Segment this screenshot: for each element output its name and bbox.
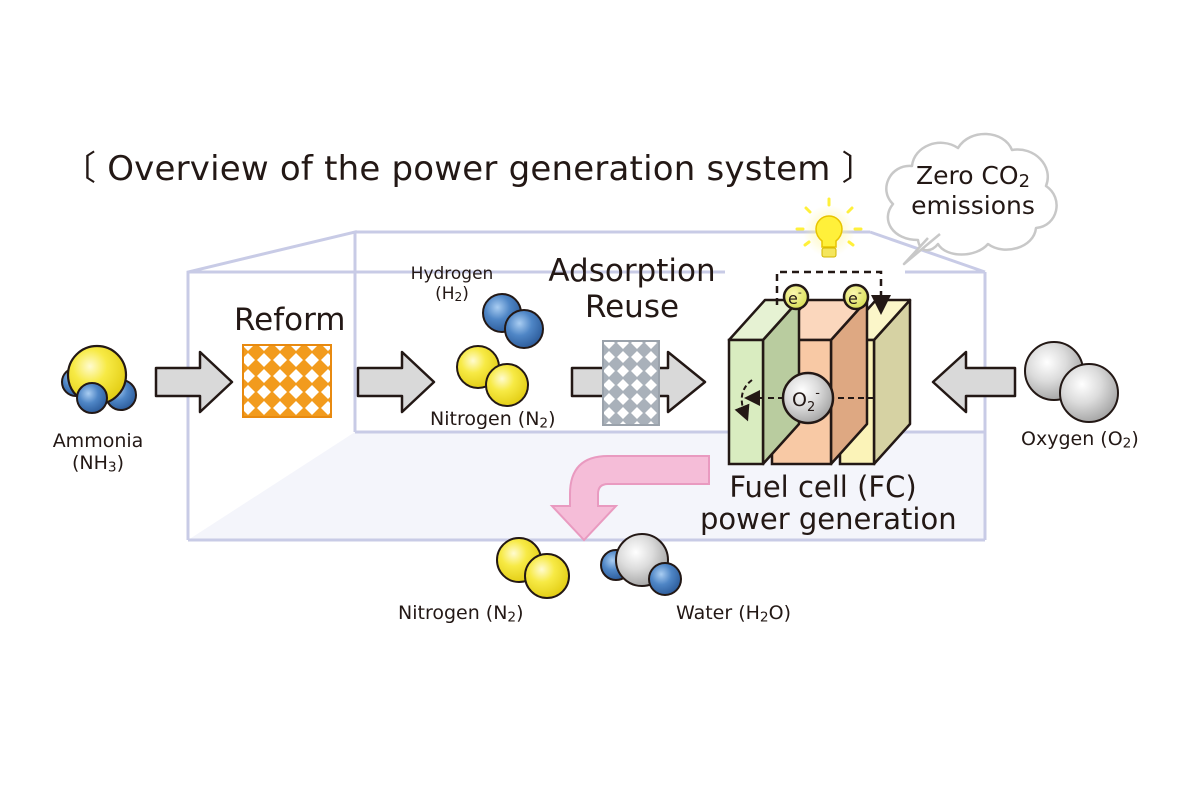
nitrogen-out-label: Nitrogen (N2): [398, 602, 524, 626]
electron-left: [782, 283, 810, 311]
anode-curl-arrow: [734, 379, 753, 422]
hydrogen-label-line1: Hydrogen: [410, 264, 494, 284]
adsorption-label-line2: Reuse: [584, 288, 680, 325]
adsorption-label: Adsorption Reuse: [546, 253, 718, 325]
box-back-top-right: [869, 230, 986, 274]
nitrogen-mid-label: Nitrogen (N2): [430, 408, 556, 432]
arrow-oxygen-to-fc: [931, 350, 1017, 414]
fuel-cell: O2- e- e-: [727, 270, 912, 466]
oxygen-molecule: [1024, 341, 1119, 423]
cloud-shape: [885, 132, 1058, 256]
reform-label: Reform: [234, 302, 346, 338]
oxygen-label: Oxygen (O2): [1021, 428, 1139, 452]
light-bulb-icon: [795, 197, 863, 258]
electron-right-label: e-: [848, 286, 862, 308]
oxide-ion-ball: [781, 371, 835, 425]
diagram-title: 〔 Overview of the power generation syste…: [62, 149, 876, 189]
ammonia-label-line1: Ammonia: [52, 430, 144, 452]
arrow-reform-to-gas: [356, 350, 436, 414]
fuel-cell-label-line2: power generation: [700, 501, 957, 536]
callout-line1: Zero CO2: [915, 161, 1031, 193]
speech-cloud: [885, 132, 1058, 266]
ammonia-label-line2: (NH3): [71, 451, 125, 476]
oxide-ion-label: O2-: [792, 386, 820, 415]
external-circuit: [775, 270, 891, 315]
arrow-ammonia-to-reform: [154, 350, 234, 414]
hydrogen-label-line2: (H2): [435, 283, 469, 304]
ammonia-molecule: [61, 344, 137, 414]
water-label: Water (H2O): [676, 602, 791, 626]
electron-right: [842, 283, 870, 311]
nitrogen-molecule-out: [496, 537, 570, 599]
adsorption-filter: [602, 340, 660, 426]
hydrogen-molecule: [482, 293, 544, 349]
box-left-wall: [186, 230, 357, 540]
fc-anode-front: [727, 338, 765, 466]
electron-left-label: e-: [788, 286, 802, 308]
fuel-cell-label-line1: Fuel cell (FC): [729, 470, 917, 504]
fuel-cell-label: Fuel cell (FC) power generation: [700, 470, 957, 536]
water-molecule: [600, 533, 682, 596]
hydrogen-label: Hydrogen (H2): [400, 264, 504, 304]
reform-catalyst: [242, 344, 332, 418]
callout-line2: emissions: [911, 191, 1035, 221]
exhaust-arrow: [549, 455, 710, 542]
ammonia-label: Ammonia (NH3): [40, 430, 156, 476]
cloud-tail: [902, 233, 941, 266]
nitrogen-molecule-mid: [456, 345, 529, 407]
zero-co2-callout: Zero CO2 emissions: [898, 162, 1048, 220]
adsorption-label-line1: Adsorption: [548, 253, 716, 289]
